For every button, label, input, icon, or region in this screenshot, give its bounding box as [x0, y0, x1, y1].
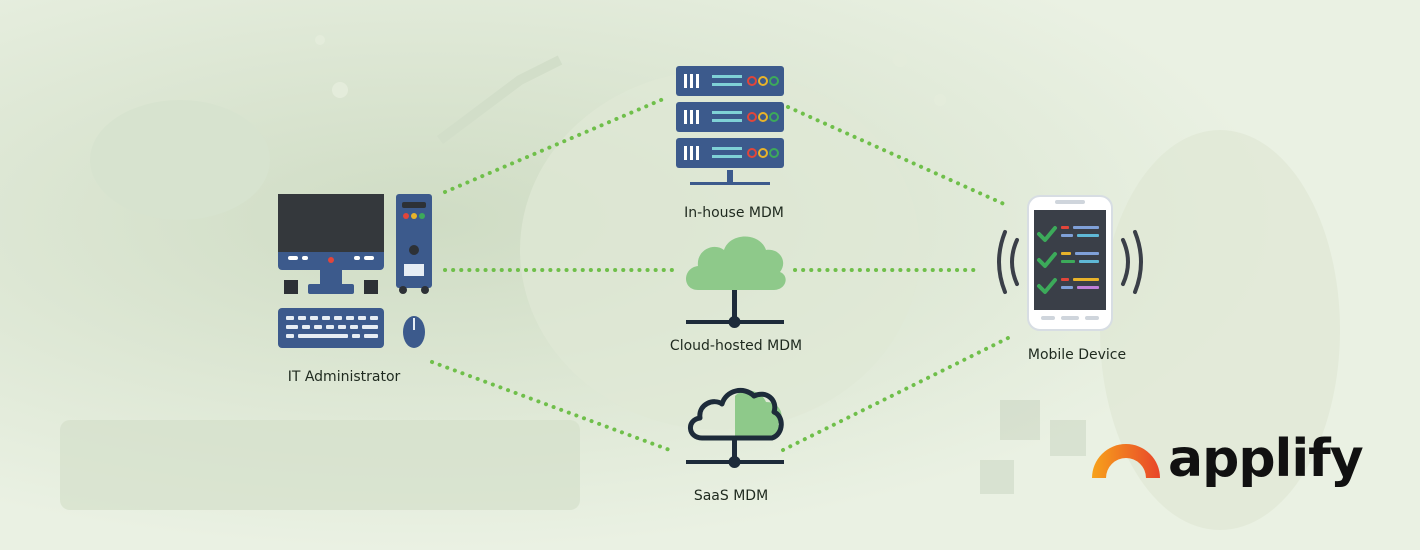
smartphone-icon: [997, 195, 1143, 331]
connector-saas-mobile: [781, 336, 1010, 452]
connector-it_admin-saas: [430, 360, 677, 454]
it-admin-label: IT Administrator: [287, 369, 401, 385]
desktop-computer-icon: [278, 194, 432, 348]
inhouse-mdm-label: In-house MDM: [684, 205, 784, 221]
saas-cloud-icon: [686, 387, 784, 468]
cloud-hosted-mdm-label: Cloud-hosted MDM: [669, 338, 803, 354]
applify-logo-icon: [1092, 444, 1160, 478]
cloud-network-icon: [686, 236, 786, 328]
saas-mdm-label: SaaS MDM: [693, 488, 769, 504]
connector-inhouse-mobile: [786, 105, 1006, 206]
server-rack-icon: [676, 66, 784, 185]
connector-it_admin-inhouse: [443, 95, 670, 194]
brand-name: applify: [1168, 429, 1364, 489]
applify-logo: applify: [1088, 429, 1368, 496]
mobile-device-label: Mobile Device: [1027, 347, 1127, 363]
